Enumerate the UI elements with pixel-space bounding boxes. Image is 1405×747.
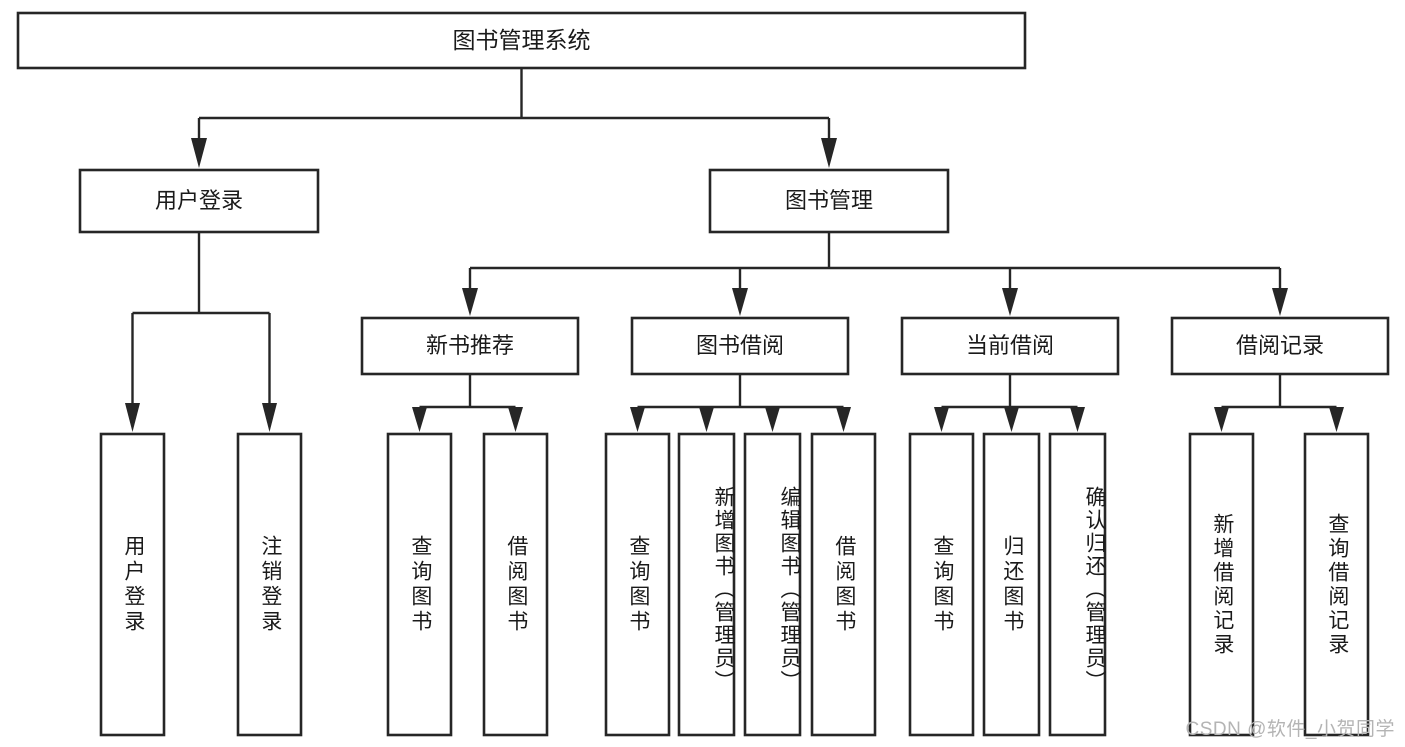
- node-new-book-recommend-label: 新书推荐: [426, 333, 514, 358]
- node-book-borrow-label: 图书借阅: [696, 333, 784, 358]
- node-root[interactable]: 图书管理系统: [16, 11, 1027, 70]
- arrow-head-cb-leaf-3: [1070, 407, 1085, 432]
- node-book-management-box[interactable]: [708, 168, 950, 234]
- leaf-box-query-book-nbr[interactable]: [386, 432, 453, 737]
- node-current-borrow[interactable]: 当前借阅: [900, 316, 1120, 376]
- leaf-box-return-book[interactable]: [982, 432, 1041, 737]
- node-book-borrow[interactable]: 图书借阅: [630, 316, 850, 376]
- node-user-login-label: 用户登录: [155, 188, 243, 213]
- node-book-management-label: 图书管理: [785, 188, 873, 213]
- arrow-head-book-mgmt: [821, 138, 837, 168]
- arrow-head-bb-leaf-1: [630, 407, 645, 432]
- leaf-box-logout[interactable]: [236, 432, 303, 737]
- node-new-book-recommend-box[interactable]: [360, 316, 580, 376]
- csdn-watermark: CSDN @软件_小贺同学: [1185, 719, 1395, 740]
- node-current-borrow-box[interactable]: [900, 316, 1120, 376]
- leaf-box-query-book-bb[interactable]: [604, 432, 671, 737]
- node-root-box[interactable]: [16, 11, 1027, 70]
- node-book-borrow-box[interactable]: [630, 316, 850, 376]
- arrow-head-new-book-rec: [462, 288, 478, 316]
- node-borrow-record-box[interactable]: [1170, 316, 1390, 376]
- arrow-head-leaf-user-login: [125, 403, 140, 432]
- leaf-box-query-borrow-record[interactable]: [1303, 432, 1370, 737]
- node-user-login[interactable]: 用户登录: [78, 168, 320, 234]
- node-new-book-recommend[interactable]: 新书推荐: [360, 316, 580, 376]
- node-root-label: 图书管理系统: [453, 27, 591, 53]
- leaf-box-user-login[interactable]: [99, 432, 166, 737]
- arrow-head-br-leaf-2: [1329, 407, 1344, 432]
- leaf-box-borrow-book-nbr[interactable]: [482, 432, 549, 737]
- arrow-head-bb-leaf-3: [765, 407, 780, 432]
- node-book-management[interactable]: 图书管理: [708, 168, 950, 234]
- leaf-box-borrow-book-bb[interactable]: [810, 432, 877, 737]
- leaf-box-query-book-cb[interactable]: [908, 432, 975, 737]
- arrow-head-borrow-record: [1272, 288, 1288, 316]
- node-current-borrow-label: 当前借阅: [966, 333, 1054, 358]
- arrow-head-nbr-leaf-1: [412, 407, 427, 432]
- arrow-head-cb-leaf-2: [1004, 407, 1019, 432]
- arrow-head-br-leaf-1: [1214, 407, 1229, 432]
- connector-layer: [125, 68, 1344, 432]
- arrow-head-bb-leaf-4: [836, 407, 851, 432]
- arrow-head-user-login: [191, 138, 207, 168]
- arrow-head-cb-leaf-1: [934, 407, 949, 432]
- node-borrow-record-label: 借阅记录: [1236, 333, 1324, 358]
- node-user-login-box[interactable]: [78, 168, 320, 234]
- arrow-head-leaf-logout: [262, 403, 277, 432]
- node-borrow-record[interactable]: 借阅记录: [1170, 316, 1390, 376]
- leaf-box-add-book-admin[interactable]: [677, 432, 736, 737]
- leaf-box-edit-book-admin[interactable]: [743, 432, 802, 737]
- arrow-head-current-borrow: [1002, 288, 1018, 316]
- arrow-head-nbr-leaf-2: [508, 407, 523, 432]
- leaf-box-confirm-return[interactable]: [1048, 432, 1107, 737]
- arrow-head-bb-leaf-2: [699, 407, 714, 432]
- leaf-boxes-layer: [99, 432, 1370, 737]
- arrow-head-book-borrow: [732, 288, 748, 316]
- leaf-box-add-borrow-record[interactable]: [1188, 432, 1255, 737]
